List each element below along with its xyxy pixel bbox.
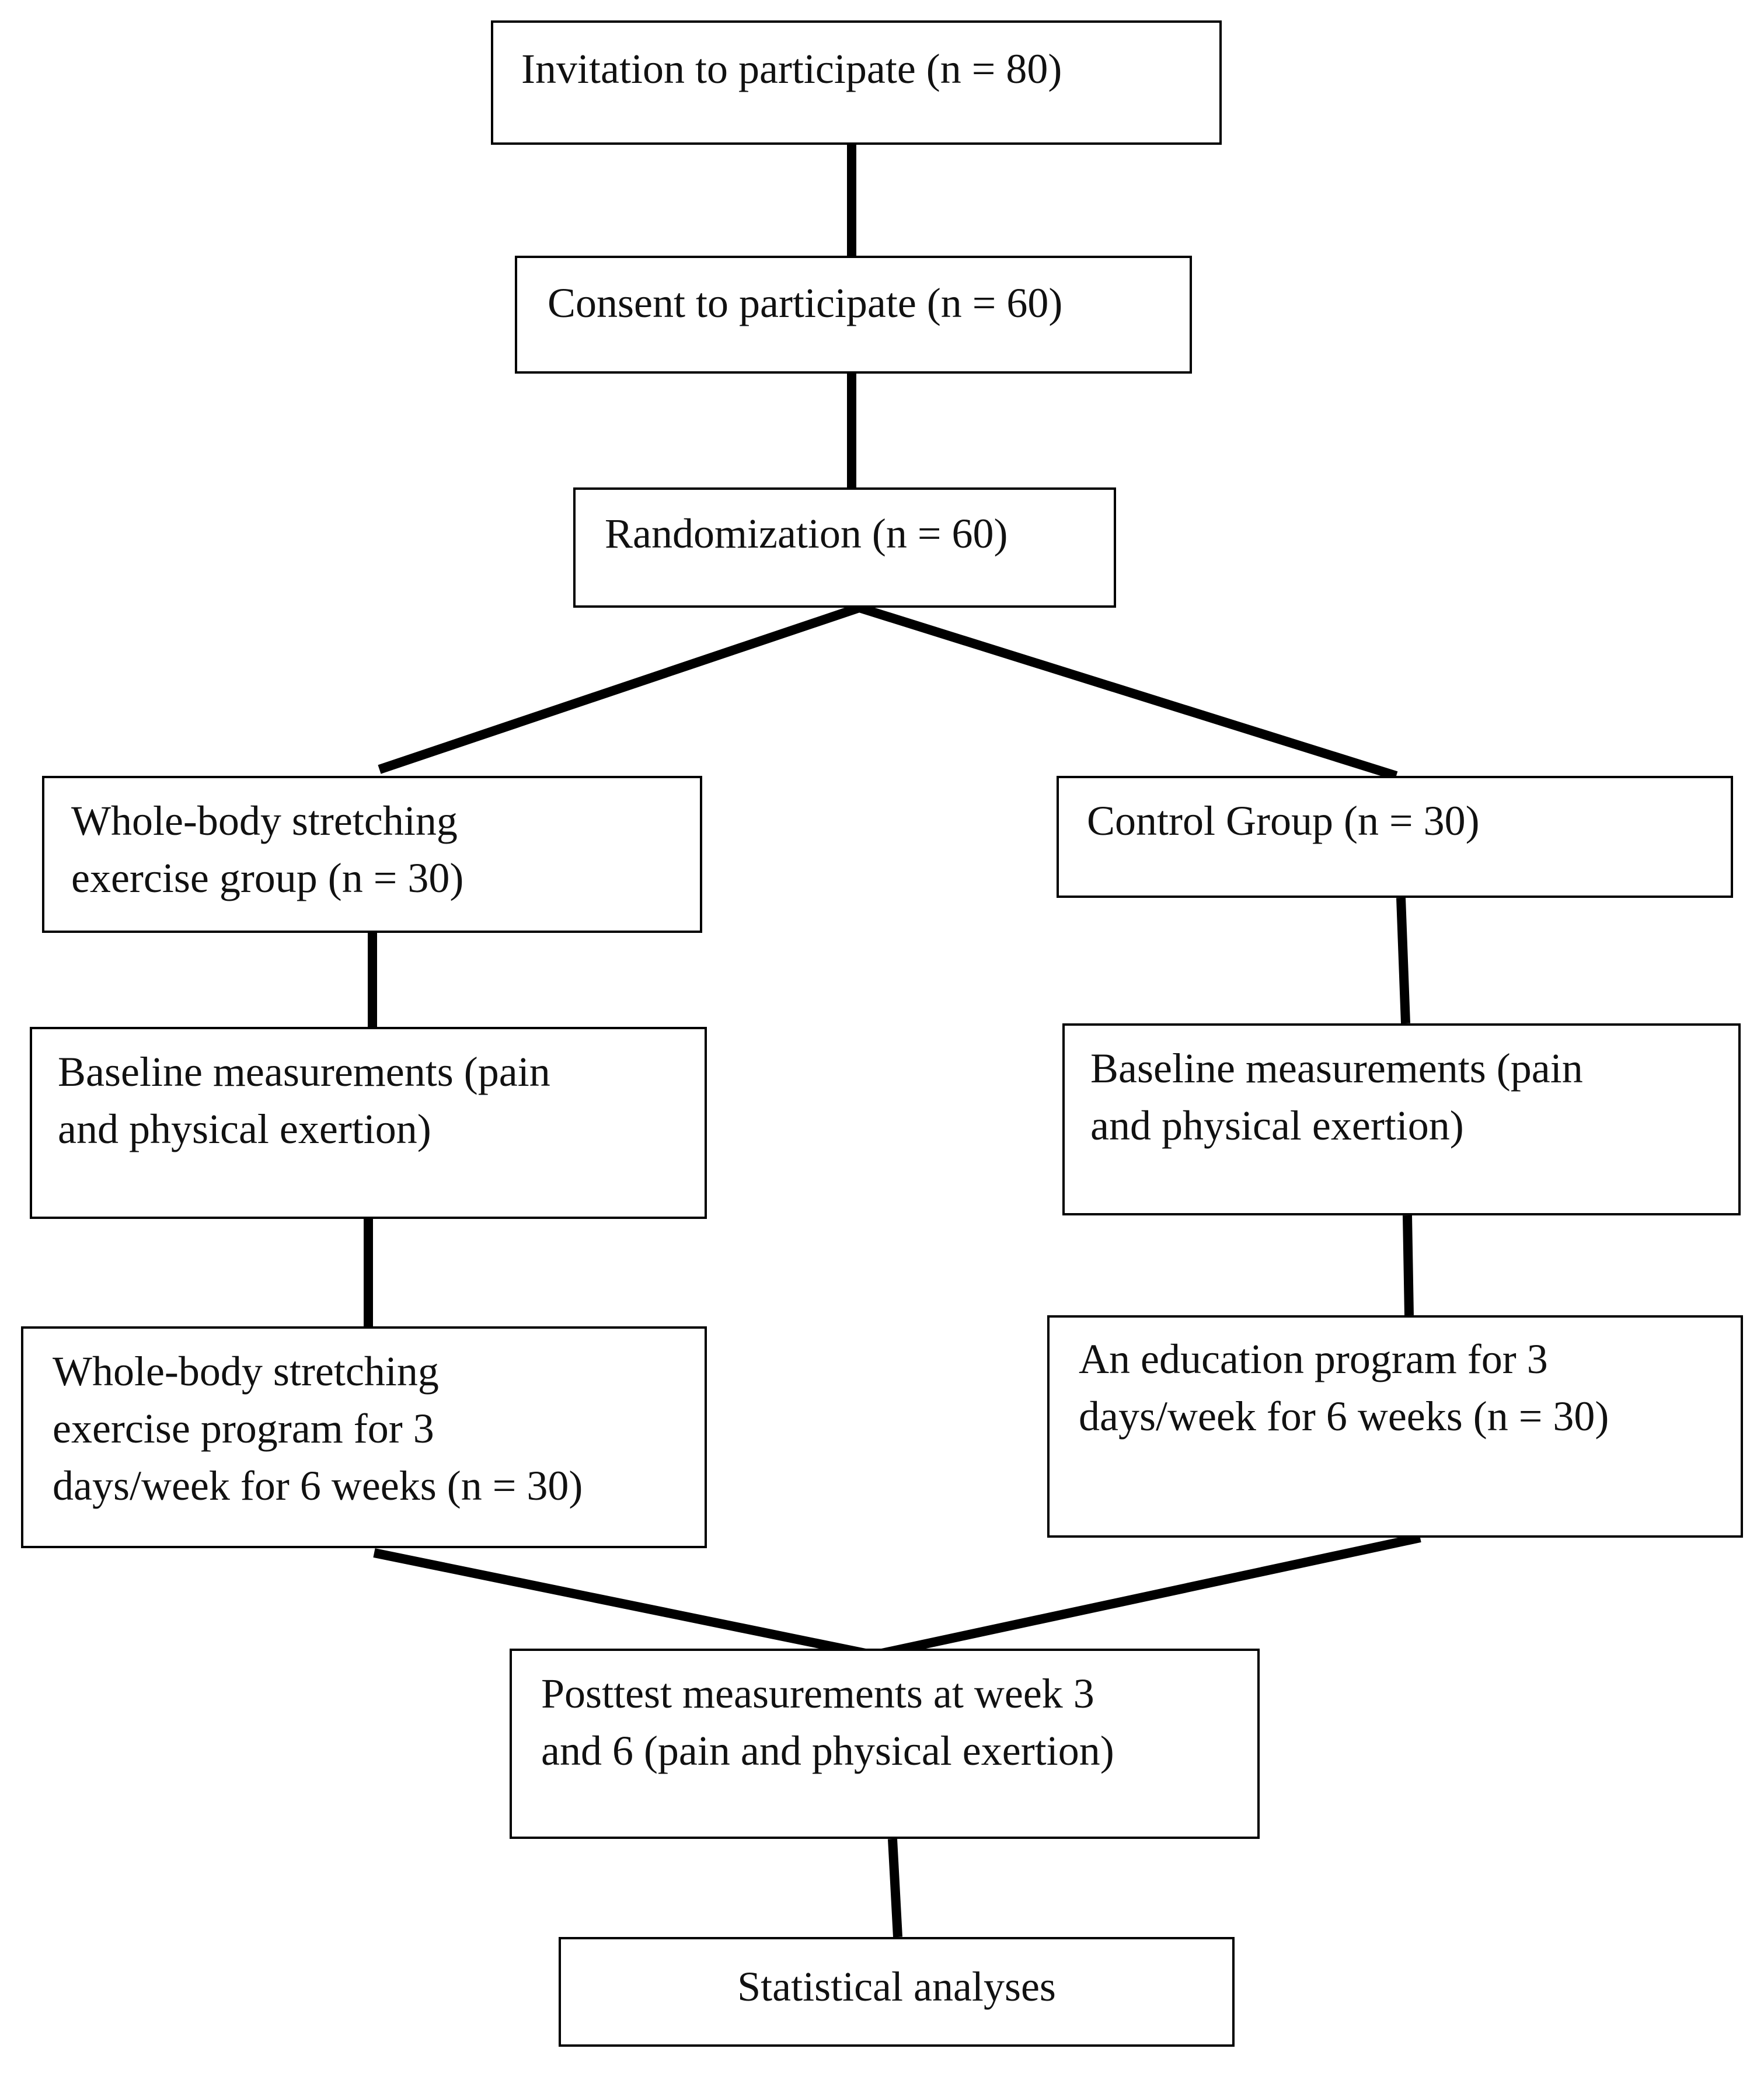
consent-box: Consent to participate (n = 60) — [515, 256, 1192, 374]
stretching-program-box: Whole-body stretching exercise program f… — [21, 1326, 707, 1548]
baseline-left-box: Baseline measurements (pain and physical… — [30, 1027, 707, 1219]
posttest-box: Posttest measurements at week 3 and 6 (p… — [510, 1649, 1260, 1839]
control-group-box: Control Group (n = 30) — [1057, 776, 1733, 898]
randomization-box: Randomization (n = 60) — [573, 487, 1116, 608]
connector-randomization-control — [857, 603, 1398, 781]
stretching-group-box: Whole-body stretching exercise group (n … — [42, 776, 702, 933]
baseline-right-box: Baseline measurements (pain and physical… — [1062, 1023, 1741, 1215]
connector-posttest-stats — [888, 1838, 902, 1938]
invitation-box: Invitation to participate (n = 80) — [491, 20, 1222, 145]
statistical-analyses-box: Statistical analyses — [559, 1937, 1235, 2047]
education-program-box: An education program for 3 days/week for… — [1047, 1315, 1743, 1538]
connector-baseline-education — [1403, 1215, 1414, 1316]
connector-education-posttest — [873, 1533, 1421, 1660]
connector-stretching-program-posttest — [373, 1548, 875, 1660]
connector-control-baseline — [1396, 897, 1410, 1024]
connector-randomization-stretching — [378, 603, 861, 774]
